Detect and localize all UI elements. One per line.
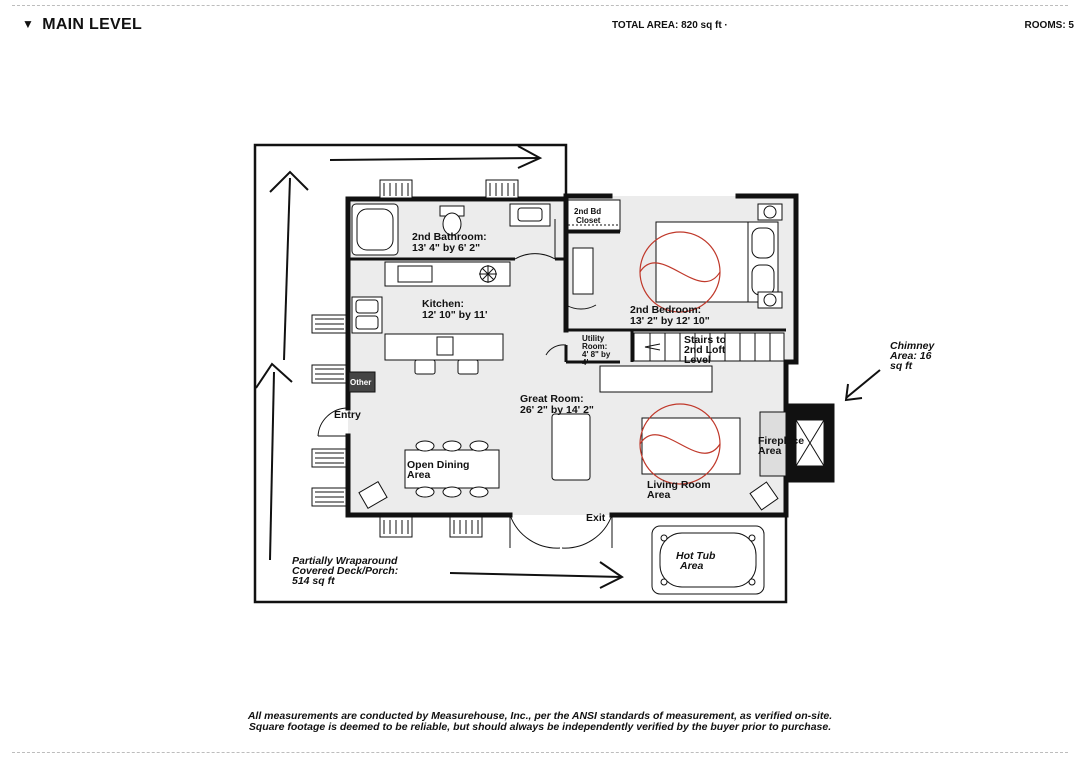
entry-label: Entry xyxy=(334,409,361,421)
triangle-down-icon: ▼ xyxy=(22,17,35,31)
living-label-1: Living Room xyxy=(647,479,711,491)
exit-label: Exit xyxy=(586,512,606,524)
stairs xyxy=(633,332,785,362)
deck-outline xyxy=(253,143,788,604)
total-area: TOTAL AREA: 820 sq ft · xyxy=(612,20,728,31)
kitchen-fixtures xyxy=(348,261,511,393)
arrows xyxy=(255,145,881,589)
hot-tub-label-1: Hot Tub xyxy=(676,550,716,562)
stairs-label-1: Stairs to xyxy=(684,334,726,346)
fireplace-label-1: Fireplace xyxy=(758,435,804,447)
fireplace xyxy=(759,403,835,483)
dining-label-1: Open Dining xyxy=(407,459,469,471)
hot-tub xyxy=(651,525,765,595)
bathroom-label: 2nd Bathroom: xyxy=(412,231,487,243)
chimney-label-3: sq ft xyxy=(890,360,913,372)
utility-label-3: 4' 8" by xyxy=(582,350,611,359)
utility-label-1: Utility xyxy=(582,334,605,343)
level-title: MAIN LEVEL xyxy=(42,16,143,33)
utility-label-2: Room: xyxy=(582,342,607,351)
chimney-label-2: Area: 16 xyxy=(889,350,932,362)
rug-living xyxy=(639,403,721,485)
bottom-divider xyxy=(12,752,1068,753)
bedroom-furniture xyxy=(572,203,783,309)
kitchen-label: Kitchen: xyxy=(422,298,464,310)
interior-walls xyxy=(348,230,786,364)
door-swings xyxy=(317,214,621,549)
level-toggle[interactable]: ▼ MAIN LEVEL xyxy=(22,16,142,34)
stairs-label-2: 2nd Loft xyxy=(684,344,726,356)
stairs-label-3: Level xyxy=(684,354,711,366)
window-lines xyxy=(315,183,515,534)
living-furniture xyxy=(358,365,779,511)
exterior-walls xyxy=(345,193,799,518)
bedroom-dims: 13' 2" by 12' 10" xyxy=(630,315,710,327)
disclaimer-line-1: All measurements are conducted by Measur… xyxy=(247,710,833,722)
hot-tub-label-2: Area xyxy=(679,560,704,572)
top-divider xyxy=(12,5,1068,6)
bathroom-dims: 13' 4" by 6' 2" xyxy=(412,242,480,254)
closet-label-1: 2nd Bd xyxy=(574,207,601,216)
great-room-label: Great Room: xyxy=(520,393,584,405)
other-label: Other xyxy=(350,378,371,387)
deck-label-1: Partially Wraparound xyxy=(292,555,398,567)
disclaimer-line-2: Square footage is deemed to be reliable,… xyxy=(248,721,832,733)
bathroom-fixtures xyxy=(351,203,551,256)
closet-label-2: Closet xyxy=(576,216,601,225)
closet xyxy=(567,199,621,231)
bedroom-label: 2nd Bedroom: xyxy=(630,304,701,316)
great-room-dims: 26' 2" by 14' 2" xyxy=(520,404,594,416)
deck-label-2: Covered Deck/Porch: xyxy=(292,565,398,577)
chimney-label-1: Chimney xyxy=(890,340,936,352)
kitchen-dims: 12' 10" by 11' xyxy=(422,309,487,321)
dining-label-2: Area xyxy=(407,469,431,481)
disclaimer: All measurements are conducted by Measur… xyxy=(0,711,1080,733)
rooms-count: ROOMS: 5 xyxy=(1024,20,1074,31)
living-label-2: Area xyxy=(647,489,671,501)
utility-label-4: 4' xyxy=(582,358,588,367)
deck-label-3: 514 sq ft xyxy=(292,575,335,587)
fireplace-label-2: Area xyxy=(758,445,782,457)
rug-bedroom xyxy=(639,231,721,313)
